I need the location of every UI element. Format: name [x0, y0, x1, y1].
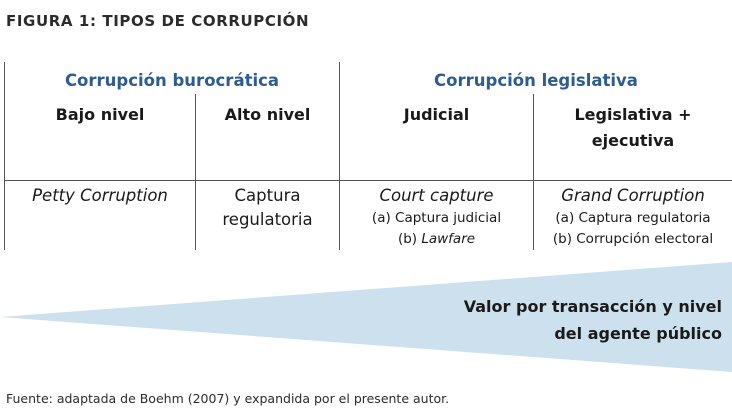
category-legislativa: Corrupción legislativa — [434, 71, 638, 90]
value-wedge — [0, 262, 732, 372]
source-note: Fuente: adaptada de Boehm (2007) y expan… — [6, 391, 450, 406]
court-lawfare-line: (b) Lawfare — [397, 231, 476, 247]
cell-captura-regulatoria: Captura regulatoria — [222, 186, 313, 229]
cell-petty-corruption: Petty Corruption — [32, 186, 168, 205]
figure-title: FIGURA 1: TIPOS DE CORRUPCIÓN — [6, 12, 310, 30]
divider-judicial-legislativa — [533, 94, 534, 250]
divider-burocratica-legislativa — [339, 62, 340, 250]
wedge-label: Valor por transacción y nivel del agente… — [463, 297, 722, 343]
wedge-shape — [0, 262, 732, 372]
header-bajo-nivel: Bajo nivel — [55, 105, 145, 124]
row-divider — [4, 180, 732, 181]
header-alto-nivel: Alto nivel — [224, 105, 311, 124]
cell-grand-corruption: Grand Corruption (a) Captura regulatoria… — [552, 186, 714, 247]
divider-bajo-alto — [195, 94, 196, 250]
cell-court-capture: Court capture (a) Captura judicial (b) L… — [340, 184, 533, 250]
category-burocratica: Corrupción burocrática — [64, 71, 280, 90]
header-legislativa-ejecutiva: Legislativa + ejecutiva — [574, 105, 692, 150]
header-judicial: Judicial — [403, 105, 470, 124]
left-border — [4, 62, 5, 250]
